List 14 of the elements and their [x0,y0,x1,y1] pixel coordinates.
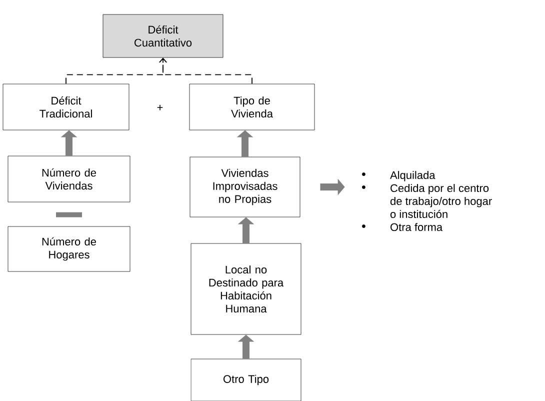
bullet-list: Alquilada Cedida por el centro de trabajo/otro hogar o institución Otra forma [362,170,492,232]
node-label: Alquilada [390,170,436,182]
process-box: Déficit Tradicional [2,84,130,130]
process-box: Local no Destinado para Habitación Humana [190,243,302,335]
process-box: Otro Tipo [190,358,302,401]
process-box: Viviendas Improvisadas no Propias [190,156,300,218]
process-box: Número de Viviendas [8,156,130,202]
result-box: Déficit Cuantitativo [102,14,224,58]
arrow [159,58,252,84]
node-label: Otra forma [390,222,443,232]
process-box: Número de Hogares [8,226,130,272]
plus-sign: + [157,104,163,110]
node-label: Cedida por el centro de trabajo/otro hogar o institución [390,184,492,218]
process-box: Tipo de Vivienda [189,84,315,130]
